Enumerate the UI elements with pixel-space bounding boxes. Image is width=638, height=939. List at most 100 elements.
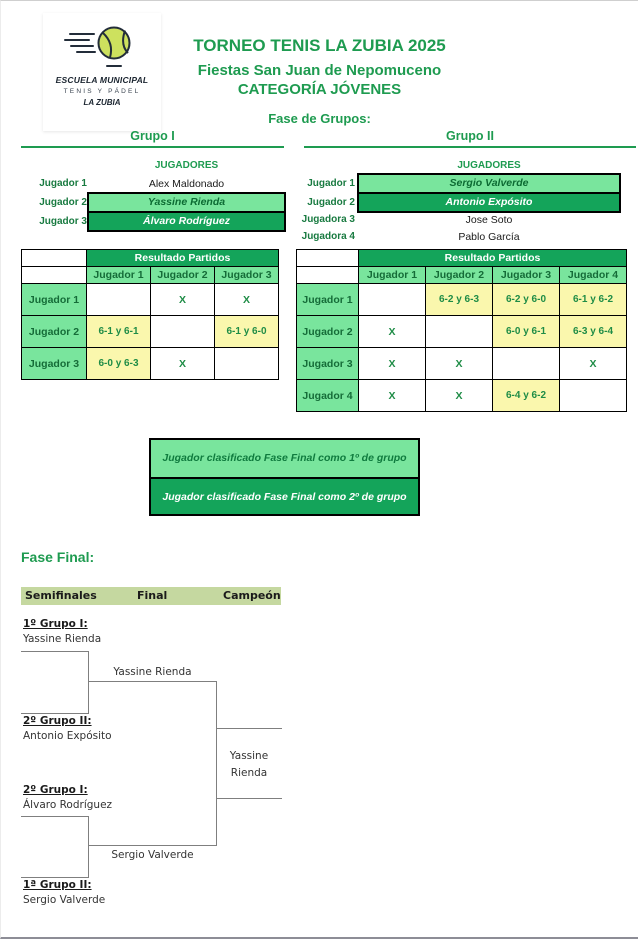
- qualification-legend: Jugador clasificado Fase Final como 1º d…: [149, 438, 420, 516]
- club-logo: ESCUELA MUNICIPAL TENIS Y PÁDEL LA ZUBIA: [43, 13, 161, 131]
- group1-results-header: Resultado Partidos: [86, 249, 279, 267]
- score-cell: 6-2 y 6-0: [492, 283, 560, 316]
- result-cell: X: [559, 347, 627, 380]
- score-cell: 6-0 y 6-1: [492, 315, 560, 348]
- tennis-ball-icon: [64, 26, 131, 67]
- group-phase-label: Fase de Grupos:: [268, 111, 371, 126]
- score-cell: 6-0 y 6-3: [86, 347, 151, 380]
- seed-2-name: Antonio Expósito: [23, 730, 112, 742]
- col-header: Jugador 3: [214, 266, 279, 284]
- result-cell: X: [214, 283, 279, 316]
- bracket-line: [216, 728, 282, 729]
- row-header: Jugador 2: [21, 315, 87, 348]
- group1-players-header: JUGADORES: [154, 160, 219, 171]
- group2-player3-label: Jugadora 3: [301, 214, 355, 225]
- score-cell: 6-1 y 6-1: [86, 315, 151, 348]
- group1-title: Grupo I: [21, 129, 284, 148]
- page-title: TORNEO TENIS LA ZUBIA 2025: [193, 36, 446, 55]
- logo-text-line3: LA ZUBIA: [83, 98, 121, 107]
- seed-4: 1ª Grupo II: Sergio Valverde: [23, 879, 163, 906]
- seed-3-label: 2º Grupo I:: [23, 784, 88, 796]
- self-match-cell: [214, 347, 279, 380]
- group2-player4-name: Pablo García: [458, 231, 520, 243]
- group2-player1-label: Jugador 1: [307, 178, 355, 189]
- self-match-cell: [358, 283, 426, 316]
- result-cell: X: [150, 347, 215, 380]
- row-header: Jugador 3: [296, 347, 359, 380]
- self-match-cell: [425, 315, 493, 348]
- result-cell: X: [150, 283, 215, 316]
- blank-cell: [296, 266, 359, 284]
- bracket-line: [88, 651, 89, 713]
- result-cell: X: [358, 347, 426, 380]
- row-header: Jugador 2: [296, 315, 359, 348]
- page-subtitle: Fiestas San Juan de Nepomuceno: [197, 62, 442, 79]
- blank-cell: [21, 266, 87, 284]
- blank-cell: [296, 249, 359, 267]
- seed-4-label: 1ª Grupo II:: [23, 879, 92, 891]
- bracket-line: [21, 713, 89, 714]
- col-header: Jugador 1: [358, 266, 426, 284]
- seed-3-name: Álvaro Rodríguez: [23, 799, 113, 811]
- final-phase-title: Fase Final:: [21, 549, 95, 565]
- row-header: Jugador 4: [296, 379, 359, 412]
- bracket-line: [21, 651, 89, 652]
- self-match-cell: [492, 347, 560, 380]
- score-cell: 6-4 y 6-2: [492, 379, 560, 412]
- semifinal1-winner: Yassine Rienda: [113, 666, 192, 678]
- group2-results-header: Resultado Partidos: [358, 249, 627, 267]
- col-header: Jugador 3: [492, 266, 560, 284]
- self-match-cell: [150, 315, 215, 348]
- group2-players-header: JUGADORES: [457, 160, 521, 171]
- col-header: Jugador 2: [150, 266, 215, 284]
- bracket-column-bar: Semifinales Final Campeón: [21, 587, 281, 605]
- self-match-cell: [86, 283, 151, 316]
- group2-player1-name: Sergio Valverde: [359, 175, 619, 192]
- bracket-line: [21, 877, 89, 878]
- score-cell: 6-1 y 6-0: [214, 315, 279, 348]
- score-cell: 6-3 y 6-4: [559, 315, 627, 348]
- seed-2-label: 2º Grupo II:: [23, 715, 92, 727]
- bracket-line: [21, 816, 89, 817]
- group2-player2-name: Antonio Expósito: [359, 192, 619, 211]
- column-semifinals: Semifinales: [25, 589, 97, 602]
- bracket-line: [88, 816, 89, 877]
- row-header: Jugador 1: [296, 283, 359, 316]
- seed-4-name: Sergio Valverde: [23, 894, 106, 906]
- group1-player2-name: Yassine Rienda: [89, 194, 284, 211]
- seed-3: 2º Grupo I: Álvaro Rodríguez: [23, 784, 163, 811]
- semifinal2-winner: Sergio Valverde: [111, 849, 194, 861]
- bracket-line: [216, 798, 282, 799]
- col-header: Jugador 1: [86, 266, 151, 284]
- champion-name-line2: Rienda: [230, 767, 268, 779]
- group1-player2-label: Jugador 2: [39, 197, 87, 208]
- row-header: Jugador 1: [21, 283, 87, 316]
- group1-qualified-block: Yassine Rienda Álvaro Rodríguez: [87, 192, 286, 232]
- col-header: Jugador 2: [425, 266, 493, 284]
- champion-name: Yassine Rienda: [216, 748, 282, 782]
- group2-results-table: Resultado Partidos Jugador 1 Jugador 2 J…: [296, 249, 627, 412]
- group1-results-table: Resultado Partidos Jugador 1 Jugador 2 J…: [21, 249, 279, 380]
- bracket-line: [88, 845, 216, 846]
- row-header: Jugador 3: [21, 347, 87, 380]
- seed-1-label: 1º Grupo I:: [23, 618, 88, 630]
- group2-player2-label: Jugador 2: [307, 197, 355, 208]
- bracket-line: [216, 681, 217, 846]
- score-cell: 6-1 y 6-2: [559, 283, 627, 316]
- group1-player1-label: Jugador 1: [39, 178, 87, 189]
- legend-first-place: Jugador clasificado Fase Final como 1º d…: [151, 440, 418, 477]
- column-champion: Campeón: [223, 589, 281, 602]
- group2-title: Grupo II: [304, 129, 636, 148]
- category-title: CATEGORÍA JÓVENES: [237, 81, 402, 98]
- group2-player3-name: Jose Soto: [465, 214, 513, 226]
- logo-text-line2: TENIS Y PÁDEL: [63, 88, 141, 95]
- logo-text-line1: ESCUELA MUNICIPAL: [55, 75, 149, 85]
- group1-player3-name: Álvaro Rodríguez: [89, 211, 284, 230]
- champion-name-line1: Yassine: [229, 750, 269, 762]
- blank-cell: [21, 249, 87, 267]
- seed-1-name: Yassine Rienda: [23, 633, 102, 645]
- group1-player1-name: Alex Maldonado: [148, 178, 225, 190]
- column-final: Final: [137, 589, 168, 602]
- group2-player4-label: Jugadora 4: [301, 231, 355, 242]
